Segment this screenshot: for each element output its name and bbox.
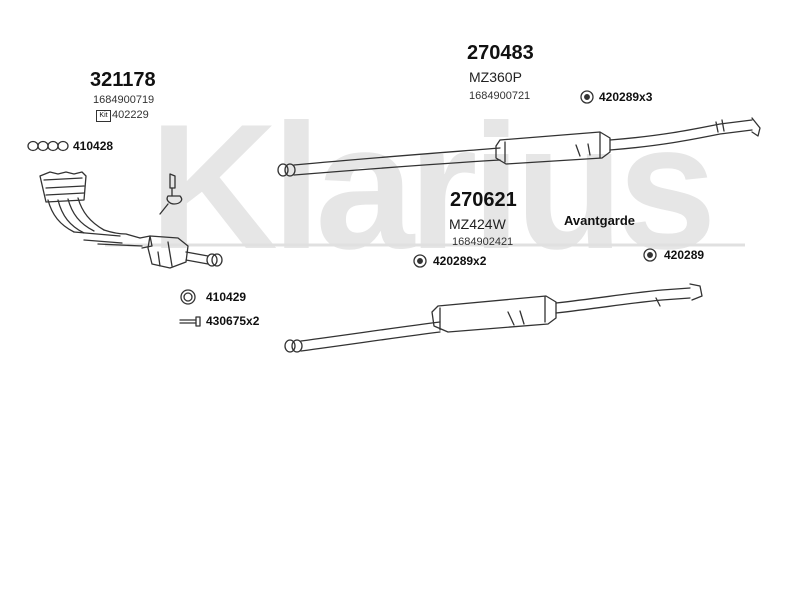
- part-number-321178: 321178: [90, 69, 156, 91]
- part-number-270483: 270483: [467, 42, 534, 64]
- watermark-text: Klarius: [149, 87, 710, 286]
- front-pipe-321178-drawing: [39, 171, 223, 269]
- ring-410429-drawing: [180, 289, 196, 305]
- hanger-420289x3-drawing: [580, 90, 594, 104]
- bolt-430675-drawing: [179, 316, 201, 327]
- fitting-code-410429: 410429: [206, 290, 247, 304]
- fitting-code-420289x3: 420289x3: [599, 90, 653, 104]
- part-number-270621: 270621: [450, 189, 517, 211]
- fitting-code-420289: 420289: [664, 248, 705, 262]
- variant-label: Avantgarde: [564, 213, 636, 228]
- fitting-code-420289x2: 420289x2: [433, 254, 487, 268]
- oem-number-321178: 1684900719: [93, 94, 155, 106]
- code-270483: MZ360P: [469, 69, 522, 85]
- hanger-420289x2-drawing: [413, 254, 427, 268]
- fitting-code-410428: 410428: [73, 139, 114, 153]
- kit-number: 402229: [112, 109, 149, 121]
- rear-section-270621-drawing: [284, 283, 703, 353]
- fitting-code-430675x2: 430675x2: [206, 314, 260, 328]
- hanger-420289-drawing: [643, 248, 657, 262]
- oem-number-270483: 1684900721: [469, 90, 531, 102]
- kit-badge: Kit: [96, 110, 111, 122]
- gasket-rings-410428: [27, 140, 69, 152]
- oem-number-270621: 1684902421: [452, 236, 514, 248]
- rear-section-270483-drawing: [277, 117, 761, 177]
- code-270621: MZ424W: [449, 216, 506, 232]
